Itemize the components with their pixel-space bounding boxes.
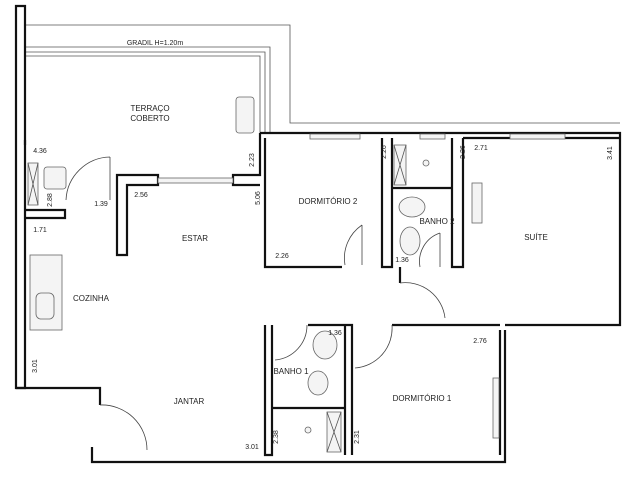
toilet-icon <box>398 196 426 218</box>
room-label-estar: ESTAR <box>182 234 208 243</box>
ac-unit-icon <box>235 96 255 134</box>
dimension-label: 2.56 <box>134 192 148 199</box>
dimension-label: 3.01 <box>245 444 259 451</box>
dimension-label: 1.71 <box>33 227 47 234</box>
tank-sink-icon <box>43 166 67 190</box>
washbasin-icon <box>399 226 421 256</box>
room-label-suite: SUÍTE <box>524 233 548 242</box>
room-label-cozinha: COZINHA <box>73 294 110 303</box>
dimension-label: 3.01 <box>32 359 39 373</box>
windows <box>157 133 566 439</box>
dimension-label: 2.26 <box>275 253 289 260</box>
railing-label: GRADIL H=1.20m <box>127 40 184 47</box>
dimension-label: 2.76 <box>473 338 487 345</box>
dimension-label: 1.39 <box>94 201 108 208</box>
room-label-banho-2: BANHO 2 <box>419 217 455 226</box>
shower-head-icon <box>422 159 430 167</box>
railing <box>25 24 620 133</box>
dimension-label: 1.36 <box>328 330 342 337</box>
fixtures <box>27 96 483 453</box>
dimension-label: 2.26 <box>381 145 388 159</box>
dimension-label: 2.38 <box>273 430 280 444</box>
room-label-terraco-2: COBERTO <box>130 114 169 123</box>
washbasin-icon <box>312 330 338 360</box>
room-label-jantar: JANTAR <box>174 397 205 406</box>
toilet-icon <box>307 370 329 396</box>
dimension-label: 4.36 <box>33 148 47 155</box>
dimension-label: 2.23 <box>249 153 256 167</box>
room-label-dormitorio-1: DORMITÓRIO 1 <box>393 394 452 403</box>
room-label-banho-1: BANHO 1 <box>273 367 309 376</box>
kitchen-sink-icon <box>35 292 55 320</box>
shower-head-icon <box>304 426 312 434</box>
wardrobe-icon <box>471 182 483 224</box>
dimension-label: 3.41 <box>607 146 614 160</box>
dimension-label: 5.06 <box>255 191 262 205</box>
room-label-terraco: TERRAÇO <box>130 104 169 113</box>
doors <box>65 156 446 451</box>
dimension-label: 2.88 <box>47 193 54 207</box>
dimension-label: 2.26 <box>460 145 467 159</box>
dimension-label: 2.31 <box>354 430 361 444</box>
room-label-dormitorio-2: DORMITÓRIO 2 <box>299 197 358 206</box>
dimension-label: 2.71 <box>474 145 488 152</box>
dimension-label: 1.36 <box>395 257 409 264</box>
